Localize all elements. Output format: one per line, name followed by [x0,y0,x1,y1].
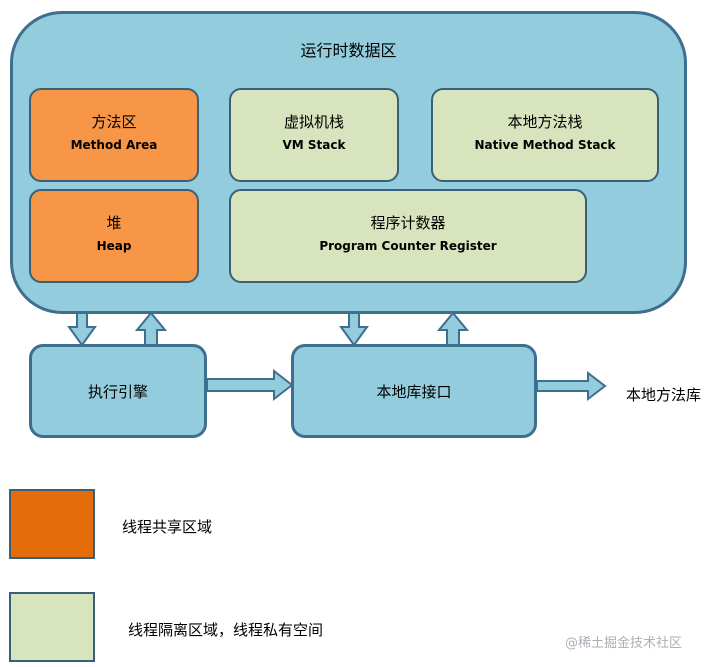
arrow-up-from-engine [134,311,168,346]
legend-private-swatch [9,592,95,662]
arrow-native-interface-to-library [536,370,607,402]
arrow-up-from-native-interface [436,311,470,346]
arrow-engine-to-native-interface [206,368,294,402]
heap-en: Heap [96,239,132,253]
arrow-down-to-engine [67,312,97,347]
watermark: @稀土掘金技术社区 [565,636,683,651]
pc-register-zh: 程序计数器 [370,214,446,232]
legend-shared-label: 线程共享区域 [122,518,213,536]
pc-register-box: 程序计数器 Program Counter Register [229,189,587,283]
vm-stack-box: 虚拟机栈 VM Stack [229,88,399,182]
method-area-zh: 方法区 [91,113,137,131]
legend-private-label: 线程隔离区域，线程私有空间 [128,621,324,639]
native-library-label: 本地方法库 [626,386,702,404]
native-method-stack-box: 本地方法栈 Native Method Stack [431,88,659,182]
native-interface-label: 本地库接口 [376,382,452,401]
method-area-en: Method Area [70,138,158,152]
arrow-down-to-native-interface [339,312,369,347]
execution-engine-box: 执行引擎 [29,344,207,438]
method-area-box: 方法区 Method Area [29,88,199,182]
heap-zh: 堆 [106,214,122,232]
legend-shared-swatch [9,489,95,559]
native-method-stack-zh: 本地方法栈 [507,113,583,131]
runtime-data-area-title: 运行时数据区 [300,41,397,60]
execution-engine-label: 执行引擎 [87,382,148,401]
vm-stack-en: VM Stack [282,138,346,152]
heap-box: 堆 Heap [29,189,199,283]
vm-stack-zh: 虚拟机栈 [283,113,344,131]
native-method-stack-en: Native Method Stack [474,138,616,152]
native-interface-box: 本地库接口 [291,344,537,438]
pc-register-en: Program Counter Register [319,239,497,253]
